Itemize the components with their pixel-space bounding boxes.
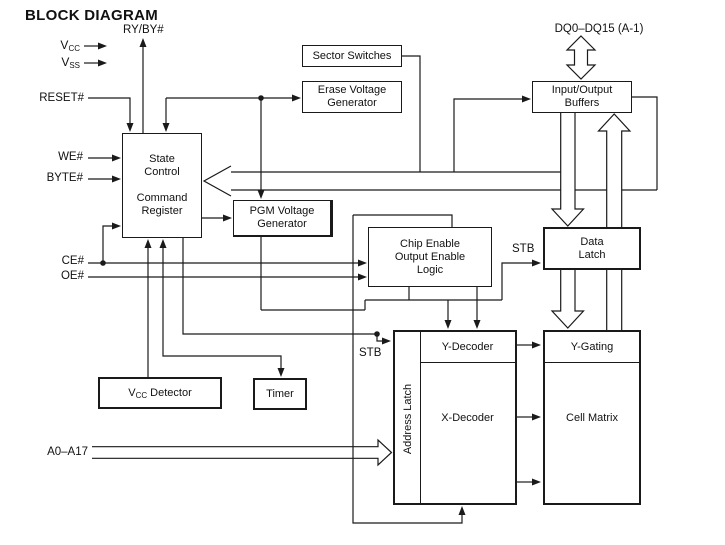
io-buffers-block: Input/Output Buffers — [532, 81, 632, 113]
state-control-block: State Control Command Register — [122, 133, 202, 238]
sector-switches-label: Sector Switches — [312, 49, 392, 62]
data-latch-block: Data Latch — [543, 227, 641, 270]
byte-signal-label: BYTE# — [46, 172, 83, 184]
diagram-title: BLOCK DIAGRAM — [25, 7, 159, 24]
we-signal-label: WE# — [58, 151, 83, 163]
address-latch-label: Address Latch — [402, 383, 414, 455]
y-gating-label: Y-Gating — [570, 341, 614, 353]
chip-enable-logic-label: Chip Enable Output Enable Logic — [394, 237, 466, 276]
data-latch-label: Data Latch — [578, 235, 606, 261]
ce-signal-label: CE# — [61, 255, 84, 267]
y-decoder-label: Y-Decoder — [441, 341, 494, 353]
timer-label: Timer — [266, 387, 294, 400]
cell-matrix-block: Y-Gating Cell Matrix — [543, 330, 641, 505]
erase-voltage-generator-label: Erase Voltage Generator — [317, 84, 387, 109]
x-decoder-label: X-Decoder — [441, 412, 494, 424]
vcc-detector-label: VCC Detector — [128, 386, 192, 400]
address-bus-label: A0–A17 — [47, 446, 88, 458]
io-buffers-label: Input/Output Buffers — [551, 84, 613, 109]
timer-block: Timer — [253, 378, 307, 410]
address-decoder-block: Address Latch Y-Decoder X-Decoder — [393, 330, 517, 505]
vcc-signal-label: VCC — [60, 38, 80, 53]
sector-switches-block: Sector Switches — [302, 45, 402, 67]
pgm-voltage-generator-label: PGM Voltage Generator — [249, 205, 315, 230]
stb-address-latch-label: STB — [359, 347, 382, 359]
erase-voltage-generator-block: Erase Voltage Generator — [302, 81, 402, 113]
chip-enable-logic-block: Chip Enable Output Enable Logic — [368, 227, 492, 287]
dq-bus-label: DQ0–DQ15 (A-1) — [554, 23, 644, 35]
stb-data-latch-label: STB — [512, 243, 535, 255]
vss-signal-label: VSS — [61, 55, 80, 70]
y-gating-divider — [545, 361, 639, 363]
state-control-label: State Control Command Register — [136, 153, 188, 217]
oe-signal-label: OE# — [60, 270, 84, 282]
vcc-detector-block: VCC Detector — [98, 377, 222, 409]
address-latch-divider — [419, 332, 421, 503]
cell-matrix-label: Cell Matrix — [566, 412, 618, 424]
pgm-voltage-generator-block: PGM Voltage Generator — [233, 200, 333, 237]
ryby-signal-label: RY/BY# — [123, 24, 164, 36]
reset-signal-label: RESET# — [39, 92, 84, 104]
y-decoder-divider — [420, 361, 515, 363]
